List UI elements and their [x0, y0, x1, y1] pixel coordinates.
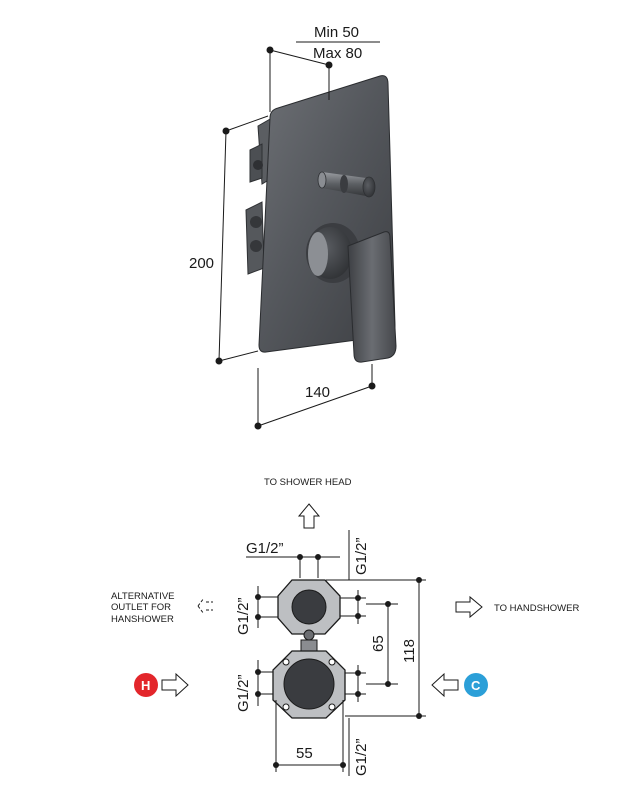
dim-65: 65	[366, 601, 398, 687]
cold-badge-label: C	[471, 678, 481, 693]
cold-arrow-icon	[431, 672, 459, 698]
depth-dimension: Min 50 Max 80	[266, 24, 380, 112]
in-wall-body	[245, 117, 273, 275]
left-thread-dimensions: G1/2” G1/2”	[235, 586, 278, 712]
thread-top-label: G1/2”	[246, 540, 284, 557]
mixer-3d-view: Min 50 Max 80 200 140	[189, 24, 397, 430]
cold-inlet: C	[431, 672, 488, 698]
dim-55-label: 55	[296, 745, 313, 762]
dim-65-label: 65	[370, 635, 387, 652]
thread-left-lower-label: G1/2”	[235, 674, 252, 712]
cold-badge-icon	[464, 673, 488, 697]
alt-outlet-line3: HANSHOWER	[111, 614, 174, 625]
thread-top-right-label: G1/2”	[353, 537, 370, 575]
bottom-right-thread-dimension: G1/2”	[348, 718, 370, 776]
mixer-cartridge	[306, 223, 360, 283]
top-right-thread-dimension: G1/2”	[348, 530, 370, 580]
thread-bottom-right-label: G1/2”	[353, 738, 370, 776]
dim-118-label: 118	[401, 639, 418, 663]
lever-handle	[347, 231, 397, 363]
dim-max-label: Max 80	[313, 45, 362, 62]
dim-118: 118	[326, 577, 426, 719]
mixer-body	[272, 650, 346, 719]
width-dimension: 140	[254, 364, 376, 430]
right-thread-marks	[340, 590, 366, 702]
hot-arrow-icon	[161, 672, 189, 698]
connection-schematic: TO SHOWER HEAD ALTERNATIVE OUTLET FOR HA…	[111, 477, 579, 776]
dim-55: 55	[273, 700, 346, 772]
right-arrow-icon	[455, 595, 483, 619]
dim-width-label: 140	[305, 384, 330, 401]
top-thread-dimension: G1/2”	[246, 540, 340, 578]
hot-inlet: H	[134, 672, 189, 698]
to-handshower-label: TO HANDSHOWER	[494, 603, 579, 614]
dashed-left-arrow-icon	[197, 597, 213, 615]
alt-outlet-line2: OUTLET FOR	[111, 602, 171, 613]
thread-left-upper-label: G1/2”	[235, 597, 252, 635]
hot-badge-icon	[134, 673, 158, 697]
to-shower-head-label: TO SHOWER HEAD	[264, 477, 352, 488]
dim-height-label: 200	[189, 255, 214, 272]
hot-badge-label: H	[141, 678, 150, 693]
diverter-knob	[317, 171, 376, 198]
height-dimension: 200	[189, 115, 269, 365]
dim-min-label: Min 50	[314, 24, 359, 41]
alt-outlet-line1: ALTERNATIVE	[111, 591, 175, 602]
up-arrow-icon	[297, 503, 321, 529]
diverter-body	[277, 579, 341, 641]
